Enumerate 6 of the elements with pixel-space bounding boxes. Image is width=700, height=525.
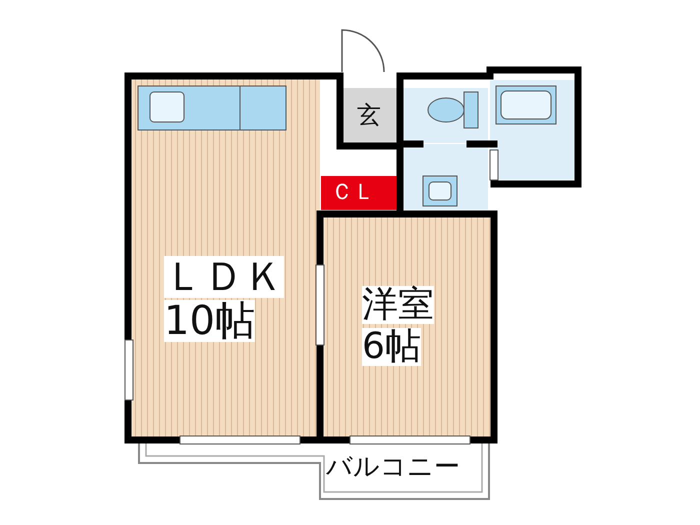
room-label: 洋室 bbox=[362, 286, 434, 324]
room-label: 6帖 bbox=[362, 328, 421, 366]
room-label: 玄 bbox=[357, 103, 381, 128]
room-label: ＬＤＫ bbox=[164, 256, 284, 298]
room-label: 10帖 bbox=[164, 300, 255, 342]
room-label: ＣＬ bbox=[331, 181, 375, 204]
